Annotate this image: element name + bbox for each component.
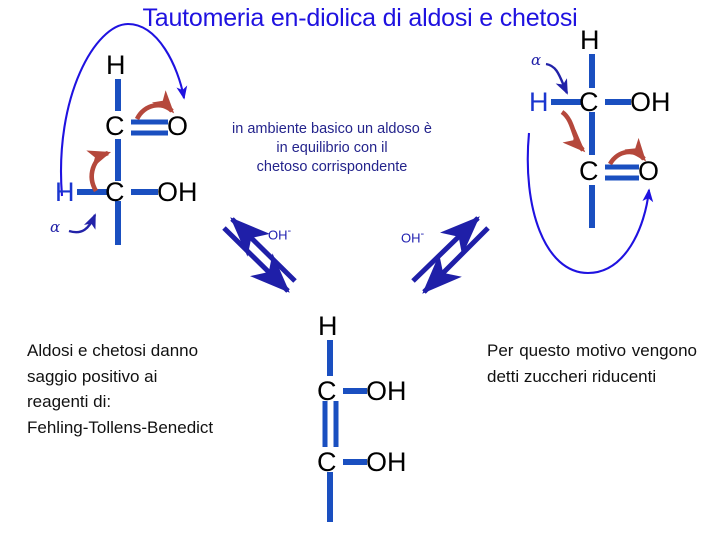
aldose-alpha-carbon: C	[105, 177, 125, 207]
reducing-test-note-line-4: Fehling-Tollens-Benedict	[27, 417, 214, 437]
reducing-test-note: Aldosi e chetosi danno saggio positivo a…	[27, 338, 292, 440]
ketose-alpha-label: α	[531, 51, 542, 69]
aldose-carbonyl-carbon: C	[105, 111, 125, 141]
ketose-alpha-hydroxyl: OH	[630, 87, 671, 117]
equilibrium-note: in ambiente basico un aldoso è in equili…	[218, 120, 446, 177]
equilibrium-note-line-3: chetoso corrispondente	[256, 159, 408, 175]
ketose-top-hydrogen: H	[580, 25, 600, 55]
reducing-test-note-line-1: Aldosi e chetosi danno	[27, 341, 199, 360]
aldose-alpha-hydroxyl: OH	[157, 177, 198, 207]
enediol-top-hydrogen: H	[318, 311, 338, 341]
enediol-bonds	[322, 340, 367, 522]
equilibrium-label-left: OH-	[268, 225, 291, 242]
reducing-test-note-line-2: saggio positivo ai	[27, 366, 158, 386]
aldose-top-hydrogen: H	[106, 50, 126, 80]
aldose-electron-arrows	[86, 90, 175, 193]
aldose-alpha-pointer	[68, 213, 97, 234]
enediol-hydroxyl-2: OH	[366, 447, 407, 477]
enediol-hydroxyl-1: OH	[366, 376, 407, 406]
ketose-bonds	[551, 54, 639, 228]
equilibrium-label-right: OH-	[401, 228, 424, 245]
page-title: Tautomeria en-diolica di aldosi e chetos…	[142, 4, 578, 32]
ketose-alpha-hydrogen: H	[529, 87, 549, 117]
aldose-proton-transfer-arrow	[59, 22, 188, 197]
aldose-alpha-hydrogen: H	[55, 177, 75, 207]
equilibrium-arrows-right	[411, 216, 490, 294]
ketose-alpha-carbon: C	[579, 87, 599, 117]
equilibrium-label-right-text: OH	[401, 230, 421, 246]
aldose-alpha-label: α	[50, 218, 61, 236]
equilibrium-note-line-1: in ambiente basico un aldoso è	[232, 121, 432, 137]
ketose-electron-arrows	[560, 110, 647, 166]
enediol-carbon-2: C	[317, 447, 337, 477]
ketose-alpha-pointer	[545, 62, 569, 95]
equilibrium-label-left-text: OH	[268, 227, 288, 243]
ketose-carbonyl-carbon: C	[579, 156, 599, 186]
reducing-test-note-line-3: reagenti di:	[27, 392, 112, 411]
ketose-proton-transfer-arrow	[526, 132, 654, 275]
reducing-sugars-note: Per questo motivo vengono detti zuccheri…	[487, 338, 697, 389]
ketose-carbonyl-oxygen: O	[638, 156, 660, 186]
equilibrium-label-right-charge: -	[420, 228, 425, 240]
equilibrium-note-line-2: in equilibrio con il	[276, 140, 388, 156]
equilibrium-label-left-charge: -	[287, 225, 292, 237]
aldose-bonds	[77, 79, 168, 245]
enediol-carbon-1: C	[317, 376, 337, 406]
aldose-carbonyl-oxygen: O	[167, 111, 189, 141]
reducing-sugars-note-text: Per questo motivo vengono detti zuccheri…	[487, 341, 697, 386]
equilibrium-arrows-left	[222, 217, 297, 293]
